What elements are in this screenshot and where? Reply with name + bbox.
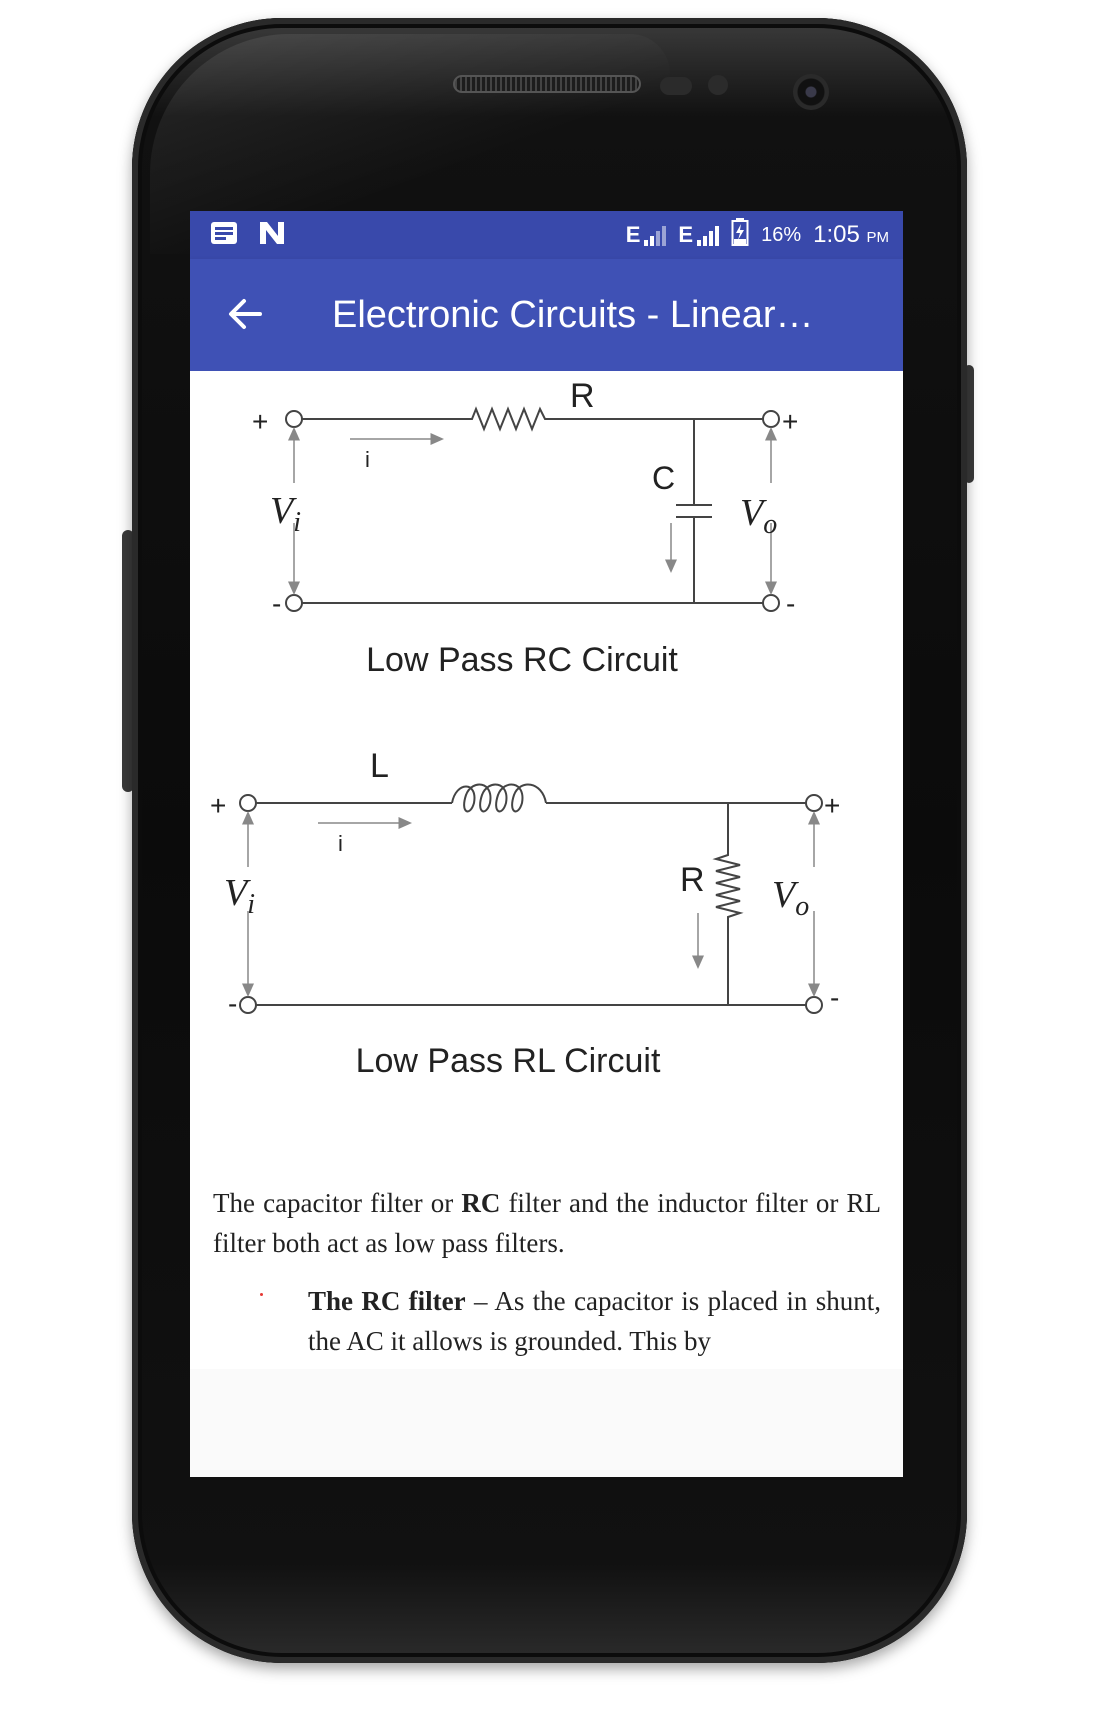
battery-charging-icon <box>731 218 749 252</box>
input-minus: - <box>272 588 281 619</box>
front-camera <box>793 74 829 110</box>
signal-bars-icon <box>697 224 720 246</box>
input-voltage-label: Vi <box>224 872 255 920</box>
output-plus: + <box>782 406 798 437</box>
power-button <box>964 365 974 483</box>
signal-1: E <box>626 222 667 248</box>
bottom-blank-area <box>190 1369 903 1477</box>
battery-percent: 16% <box>761 223 802 246</box>
rl-circuit-diagram: L R i + + - - Vi Vo Low Pass RL Circuit <box>210 751 840 1080</box>
resistor-label: R <box>570 377 595 415</box>
earpiece-speaker <box>453 75 641 93</box>
rc-caption: Low Pass RC Circuit <box>366 641 678 679</box>
resistor-label: R <box>680 861 705 899</box>
current-label: i <box>365 447 370 472</box>
app-n-notification-icon <box>258 220 286 251</box>
news-notification-icon <box>210 221 238 250</box>
output-minus: - <box>786 588 795 619</box>
rc-circuit-diagram: R C i + + - - Vi Vo Low Pass RC Circuit <box>252 377 798 679</box>
current-label: i <box>338 831 343 856</box>
capacitor-label: C <box>652 460 675 496</box>
article-content: R C i + + - - Vi Vo Low Pass RC Circuit <box>190 371 903 1369</box>
output-voltage-label: Vo <box>772 874 809 922</box>
input-plus: + <box>252 406 268 437</box>
output-plus: + <box>824 790 840 821</box>
screen: E E 16% 1:05 PM Electronic Circuits - Li… <box>190 211 903 1477</box>
proximity-sensor <box>660 77 692 95</box>
page-title: Electronic Circuits - Linear… <box>332 294 814 336</box>
arrow-left-icon <box>229 299 262 329</box>
output-minus: - <box>830 982 839 1013</box>
bullet-marker <box>260 1293 263 1296</box>
light-sensor <box>708 75 728 95</box>
rl-caption: Low Pass RL Circuit <box>356 1042 661 1080</box>
status-bar: E E 16% 1:05 PM <box>190 211 903 259</box>
clock: 1:05 PM <box>813 221 889 248</box>
input-plus: + <box>210 790 226 821</box>
intro-paragraph: The capacitor filter or RC filter and th… <box>213 1188 881 1258</box>
inductor-label: L <box>370 751 389 785</box>
output-voltage-label: Vo <box>740 492 777 540</box>
list-item: The RC filter – As the capacitor is plac… <box>308 1286 881 1356</box>
app-bar: Electronic Circuits - Linear… <box>190 259 903 371</box>
back-button[interactable] <box>220 289 270 339</box>
signal-bars-icon <box>644 224 667 246</box>
input-minus: - <box>228 988 237 1019</box>
input-voltage-label: Vi <box>270 490 301 538</box>
signal-2: E <box>678 222 720 248</box>
volume-button <box>122 530 134 792</box>
